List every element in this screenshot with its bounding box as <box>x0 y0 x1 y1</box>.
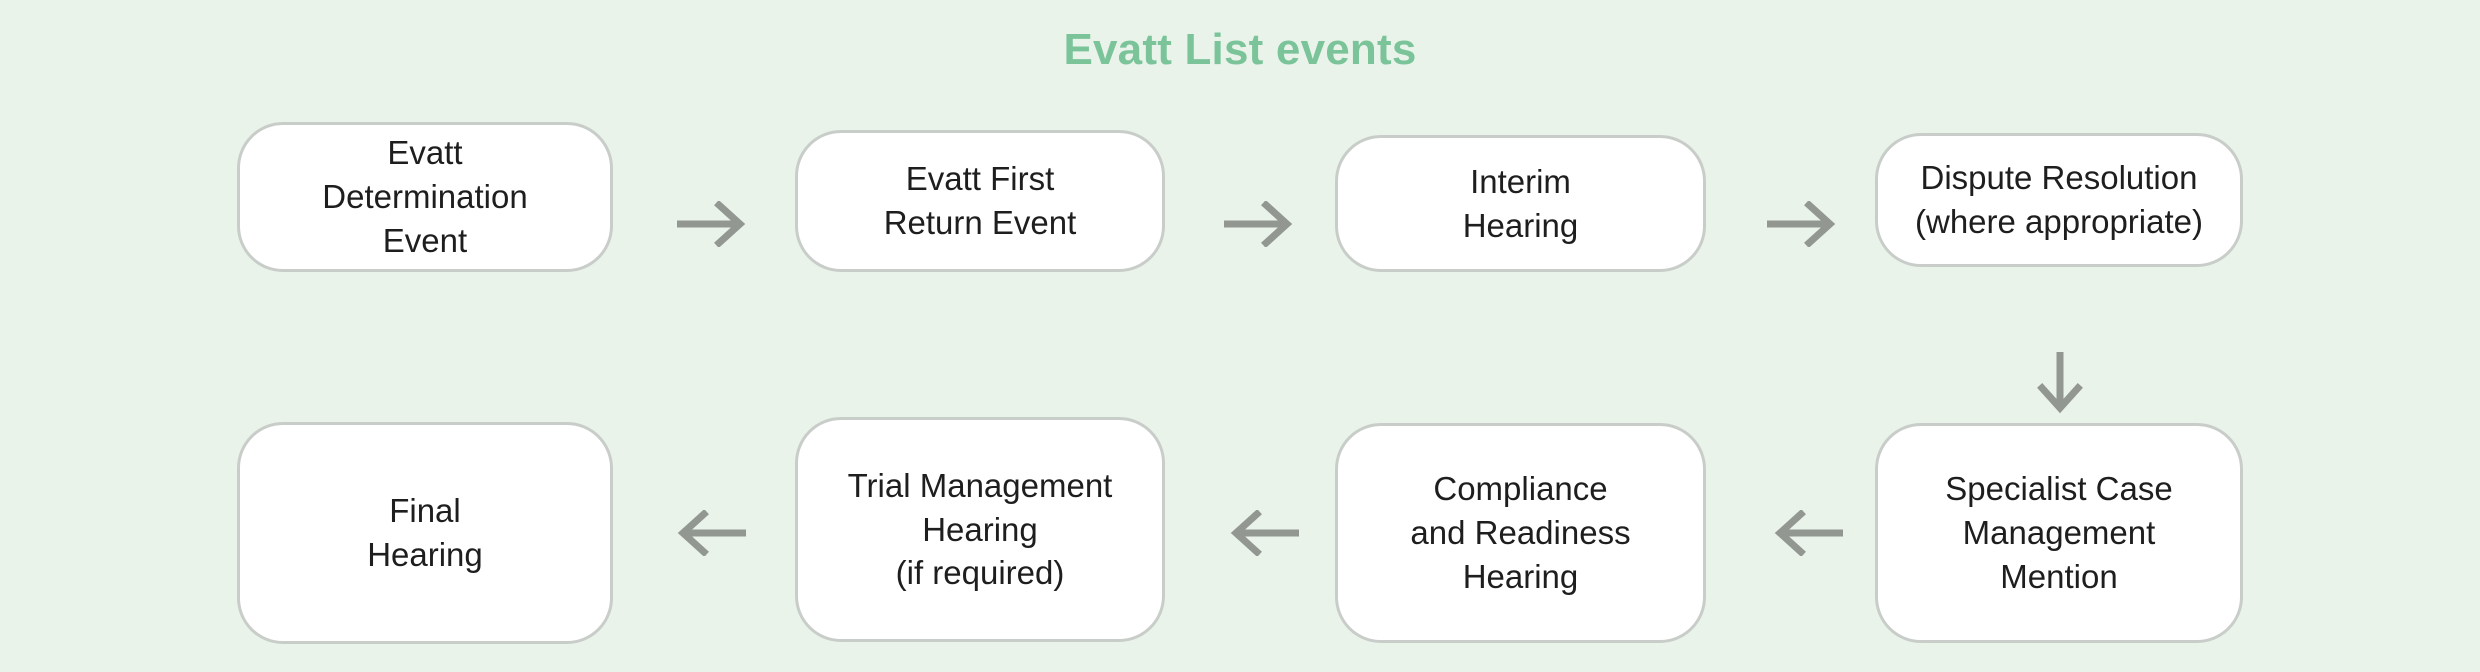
node-label: Interim Hearing <box>1462 162 1579 244</box>
node-evatt-determination-event[interactable]: Evatt Determination Event <box>237 122 613 272</box>
node-interim-hearing[interactable]: Interim Hearing <box>1335 135 1706 272</box>
arrow-left-icon <box>1752 505 1862 561</box>
node-dispute-resolution[interactable]: Dispute Resolution (where appropriate) <box>1875 133 2243 267</box>
node-trial-management-hearing[interactable]: Trial Management Hearing (if required) <box>795 417 1165 642</box>
arrow-right-icon <box>658 196 768 252</box>
arrow-right-icon <box>1205 196 1315 252</box>
node-compliance-and-readiness-hearing[interactable]: Compliance and Readiness Hearing <box>1335 423 1706 643</box>
node-label: Dispute Resolution (where appropriate) <box>1915 159 2203 240</box>
node-label: Specialist Case Management Mention <box>1945 470 2173 595</box>
arrow-left-icon <box>1208 505 1318 561</box>
node-label: Evatt First Return Event <box>883 160 1077 241</box>
node-label: Final Hearing <box>367 492 483 573</box>
node-label: Trial Management Hearing (if required) <box>847 466 1113 592</box>
node-label: Evatt Determination Event <box>322 134 528 259</box>
node-label: Compliance and Readiness Hearing <box>1410 470 1631 595</box>
node-specialist-case-management-mention[interactable]: Specialist Case Management Mention <box>1875 423 2243 643</box>
arrow-right-icon <box>1748 196 1858 252</box>
arrow-left-icon <box>655 505 765 561</box>
arrow-down-icon <box>2032 348 2088 416</box>
node-evatt-first-return-event[interactable]: Evatt First Return Event <box>795 130 1165 272</box>
page-title: Evatt List events <box>1063 25 1417 74</box>
node-final-hearing[interactable]: Final Hearing <box>237 422 613 644</box>
